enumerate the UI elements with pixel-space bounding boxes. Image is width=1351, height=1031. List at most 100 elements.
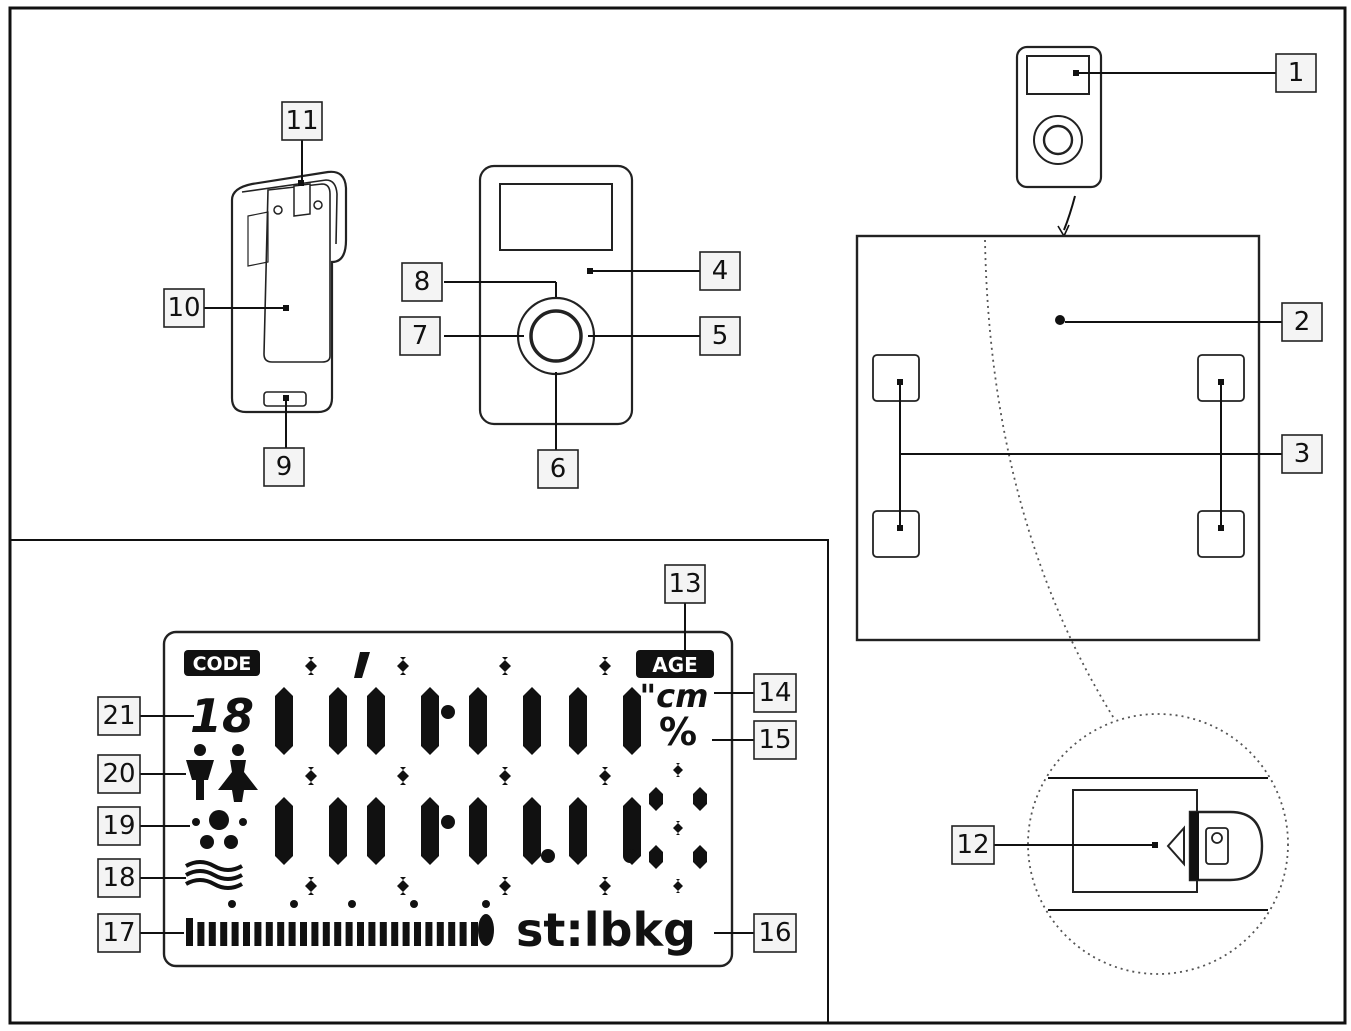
bar-graph-segment-5 <box>231 922 239 946</box>
bar-graph-pointer <box>478 914 494 946</box>
bar-graph <box>186 900 494 946</box>
lcd-digit-1-segment-3 <box>305 877 317 895</box>
callout-18: 18 <box>97 858 141 898</box>
percent-symbol: % <box>659 710 697 754</box>
callout-16-label: 16 <box>758 918 791 948</box>
bar-graph-marker-2 <box>290 900 298 908</box>
callout-17-label: 17 <box>102 918 135 948</box>
lcd-digit-5-segment-6 <box>649 845 663 869</box>
outer-frame <box>8 6 1347 1025</box>
scale-top-view <box>855 45 1289 975</box>
bar-graph-segment-10 <box>288 922 296 946</box>
callout-16: 16 <box>753 913 797 953</box>
callout-9: 9 <box>263 447 305 487</box>
bar-graph-segment-7 <box>254 922 262 946</box>
lcd-digit-1-segment-7 <box>329 797 347 865</box>
lcd-digit-4 <box>569 657 641 895</box>
lcd-dot-4 <box>623 849 637 863</box>
lcd-digit-1-segment-4 <box>275 687 293 755</box>
bar-graph-marker-1 <box>228 900 236 908</box>
callout-10-label: 10 <box>167 293 200 323</box>
age-badge <box>636 650 714 678</box>
callout-6-label: 6 <box>550 454 567 484</box>
body-water-icon <box>185 860 243 890</box>
lcd-digit-3-segment-2 <box>499 767 511 785</box>
callout-18-label: 18 <box>102 863 135 893</box>
callout-8-label: 8 <box>414 267 431 297</box>
callout-1-label: 1 <box>1288 58 1305 88</box>
bar-graph-segment-6 <box>243 922 250 946</box>
callout-4: 4 <box>699 251 741 291</box>
bar-graph-segment-18 <box>379 922 387 946</box>
bar-graph-segment-26 <box>471 922 478 946</box>
lcd-digit-3-segment-3 <box>499 877 511 895</box>
lcd-digit-3-segment-1 <box>499 657 511 675</box>
lcd-digit-5-segment-4 <box>649 787 663 811</box>
callout-15-label: 15 <box>758 725 791 755</box>
lcd-digit-4-segment-6 <box>569 797 587 865</box>
bar-graph-segment-4 <box>220 922 228 946</box>
callout-5: 5 <box>699 316 741 356</box>
bar-graph-segment-9 <box>277 922 285 946</box>
callout-19: 19 <box>97 806 141 846</box>
lcd-digit-3-segment-5 <box>523 687 541 755</box>
callout-2-label: 2 <box>1294 307 1311 337</box>
lcd-digit-2 <box>367 657 439 895</box>
gender-icon <box>186 744 258 802</box>
bar-graph-segment-23 <box>436 922 444 946</box>
lcd-digit-5-segment-5 <box>693 787 707 811</box>
lcd-digit-2-segment-3 <box>397 877 409 895</box>
callout-4-label: 4 <box>712 256 729 286</box>
lcd-dot-2 <box>441 815 455 829</box>
bar-graph-segment-20 <box>402 922 410 946</box>
callout-14-label: 14 <box>758 678 791 708</box>
lcd-digit-3-segment-7 <box>523 797 541 865</box>
display-unit-back-view <box>230 170 348 414</box>
callout-6: 6 <box>537 449 579 489</box>
lcd-panel-border <box>10 539 829 1023</box>
callout-12: 12 <box>951 825 995 865</box>
bar-graph-segment-13 <box>322 922 330 946</box>
bar-graph-segment-16 <box>357 922 364 946</box>
callout-11: 11 <box>281 101 323 141</box>
electrode-top-left <box>872 354 920 402</box>
bar-graph-segment-24 <box>448 922 456 946</box>
callout-14: 14 <box>753 673 797 713</box>
body-fat-icon <box>192 810 247 849</box>
code-badge <box>184 650 260 676</box>
bar-graph-segment-17 <box>368 922 376 946</box>
leader-lines <box>140 72 1282 934</box>
center-button <box>529 309 583 363</box>
lcd-digit-2-segment-6 <box>367 797 385 865</box>
bar-graph-marker-4 <box>410 900 418 908</box>
code-label: CODE <box>193 653 252 675</box>
lcd-digit-5 <box>649 763 707 893</box>
callout-3-label: 3 <box>1294 439 1311 469</box>
lcd-digit-2-segment-1 <box>397 657 409 675</box>
bar-graph-segment-15 <box>345 922 353 946</box>
lcd-digit-3 <box>469 657 541 895</box>
callout-12-label: 12 <box>956 830 989 860</box>
callout-15: 15 <box>753 720 797 760</box>
callout-11-label: 11 <box>285 106 318 136</box>
bar-graph-segment-11 <box>300 922 307 946</box>
height-unit-cm: "cm <box>640 677 709 715</box>
lcd-apostrophe <box>354 652 370 678</box>
lcd-digit-4-segment-2 <box>599 767 611 785</box>
callout-17: 17 <box>97 913 141 953</box>
lcd-digit-2-segment-5 <box>421 687 439 755</box>
bar-graph-segment-14 <box>334 922 342 946</box>
lcd-digit-1 <box>275 657 347 895</box>
scale-platform <box>855 234 1261 642</box>
callout-2: 2 <box>1281 302 1323 342</box>
lcd-frame <box>162 630 734 968</box>
callout-8: 8 <box>401 262 443 302</box>
callout-21: 21 <box>97 696 141 736</box>
bar-graph-segment-22 <box>425 922 433 946</box>
lcd-dot-1 <box>441 705 455 719</box>
bar-graph-segment-2 <box>197 922 205 946</box>
callout-19-label: 19 <box>102 811 135 841</box>
lcd-digit-4-segment-4 <box>569 687 587 755</box>
lcd-digit-4-segment-5 <box>623 687 641 755</box>
lcd-digit-3-segment-6 <box>469 797 487 865</box>
